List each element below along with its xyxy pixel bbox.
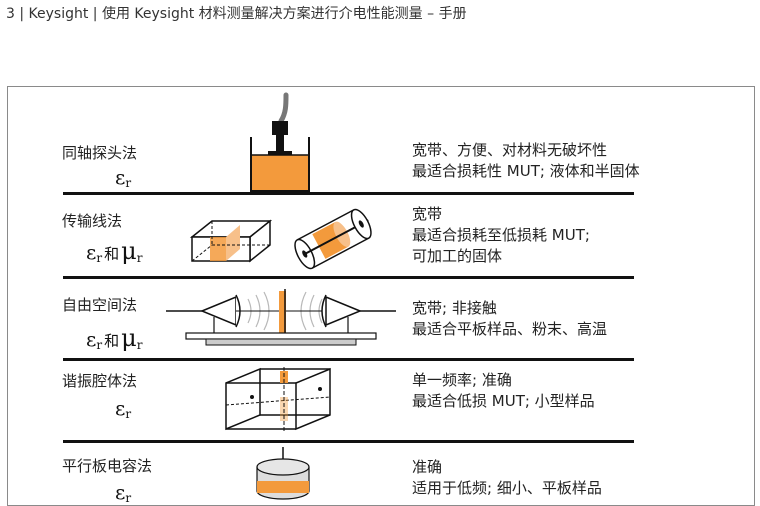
method-name-parallel-plate: 平行板电容法 [62, 457, 153, 475]
page-header: 3 | Keysight | 使用 Keysight 材料测量解决方案进行介电性… [6, 6, 467, 22]
method-name-resonant-cavity: 谐振腔体法 [62, 372, 138, 390]
method-symbol-resonant-cavity: εr [115, 396, 132, 421]
free-space-illustration [166, 289, 396, 346]
method-desc-free-space: 宽带; 非接触 最适合平板样品、粉末、高温 [412, 299, 608, 338]
method-desc-coaxial-probe: 宽带、方便、对材料无破坏性 最适合损耗性 MUT; 液体和半固体 [412, 141, 640, 180]
transmission-line-illustration [189, 208, 372, 270]
method-name-free-space: 自由空间法 [62, 296, 138, 314]
method-desc-resonant-cavity: 单一频率; 准确 最适合低损 MUT; 小型样品 [412, 371, 595, 410]
methods-figure: 同轴探头法 εr 宽带、方便、对材料无破坏性 最适合损耗性 MUT; 液体和半固… [7, 86, 755, 506]
coaxial-probe-illustration [250, 92, 310, 192]
method-name-coaxial-probe: 同轴探头法 [62, 144, 138, 162]
method-symbol-parallel-plate: εr [115, 480, 132, 505]
row-separator [63, 358, 634, 361]
resonant-cavity-illustration [225, 367, 331, 433]
row-separator [63, 440, 634, 443]
method-desc-transmission-line: 宽带 最适合损耗至低损耗 MUT; 可加工的固体 [412, 205, 590, 265]
method-name-transmission-line: 传输线法 [62, 212, 123, 230]
method-desc-parallel-plate: 准确 适用于低频; 细小、平板样品 [412, 458, 602, 497]
method-symbol-coaxial-probe: εr [115, 165, 132, 190]
row-separator [63, 276, 634, 279]
row-separator [63, 192, 634, 195]
